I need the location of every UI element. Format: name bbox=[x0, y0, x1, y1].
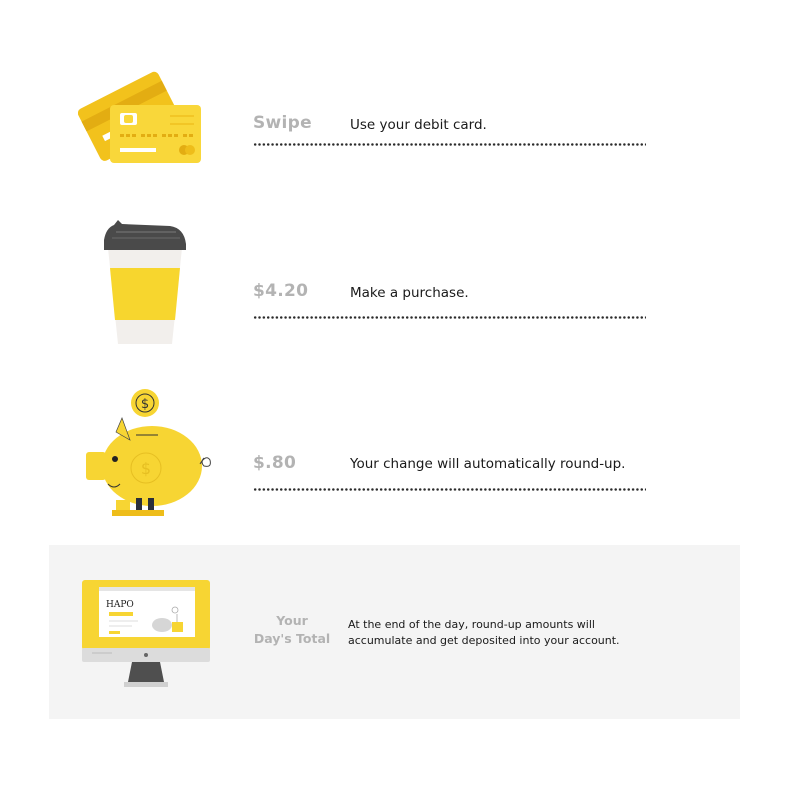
dotted-divider bbox=[253, 143, 646, 146]
step-label: $4.20 bbox=[253, 281, 309, 301]
step-description: Make a purchase. bbox=[350, 285, 469, 301]
total-label: Your Day's Total bbox=[250, 612, 334, 648]
total-description: At the end of the day, round-up amounts … bbox=[348, 617, 648, 649]
total-label-line1: Your bbox=[276, 613, 308, 628]
svg-text:$: $ bbox=[141, 397, 149, 412]
dotted-divider bbox=[253, 488, 646, 491]
total-label-line2: Day's Total bbox=[253, 631, 331, 646]
credit-cards-icon bbox=[78, 71, 201, 163]
screen-brand-logo: HAPO bbox=[106, 600, 134, 610]
step-label: $.80 bbox=[253, 453, 297, 473]
svg-text:$: $ bbox=[141, 459, 151, 478]
coffee-cup-icon bbox=[104, 220, 186, 344]
desktop-monitor-icon: HAPO bbox=[82, 580, 210, 687]
total-description-line1: At the end of the day, round-up amounts … bbox=[348, 618, 595, 631]
step-label: Swipe bbox=[253, 113, 312, 133]
dotted-divider bbox=[253, 316, 646, 319]
piggy-bank-icon: $ $ bbox=[86, 389, 211, 516]
total-description-line2: accumulate and get deposited into your a… bbox=[348, 634, 620, 647]
step-description: Your change will automatically round-up. bbox=[350, 456, 626, 472]
step-description: Use your debit card. bbox=[350, 117, 487, 133]
